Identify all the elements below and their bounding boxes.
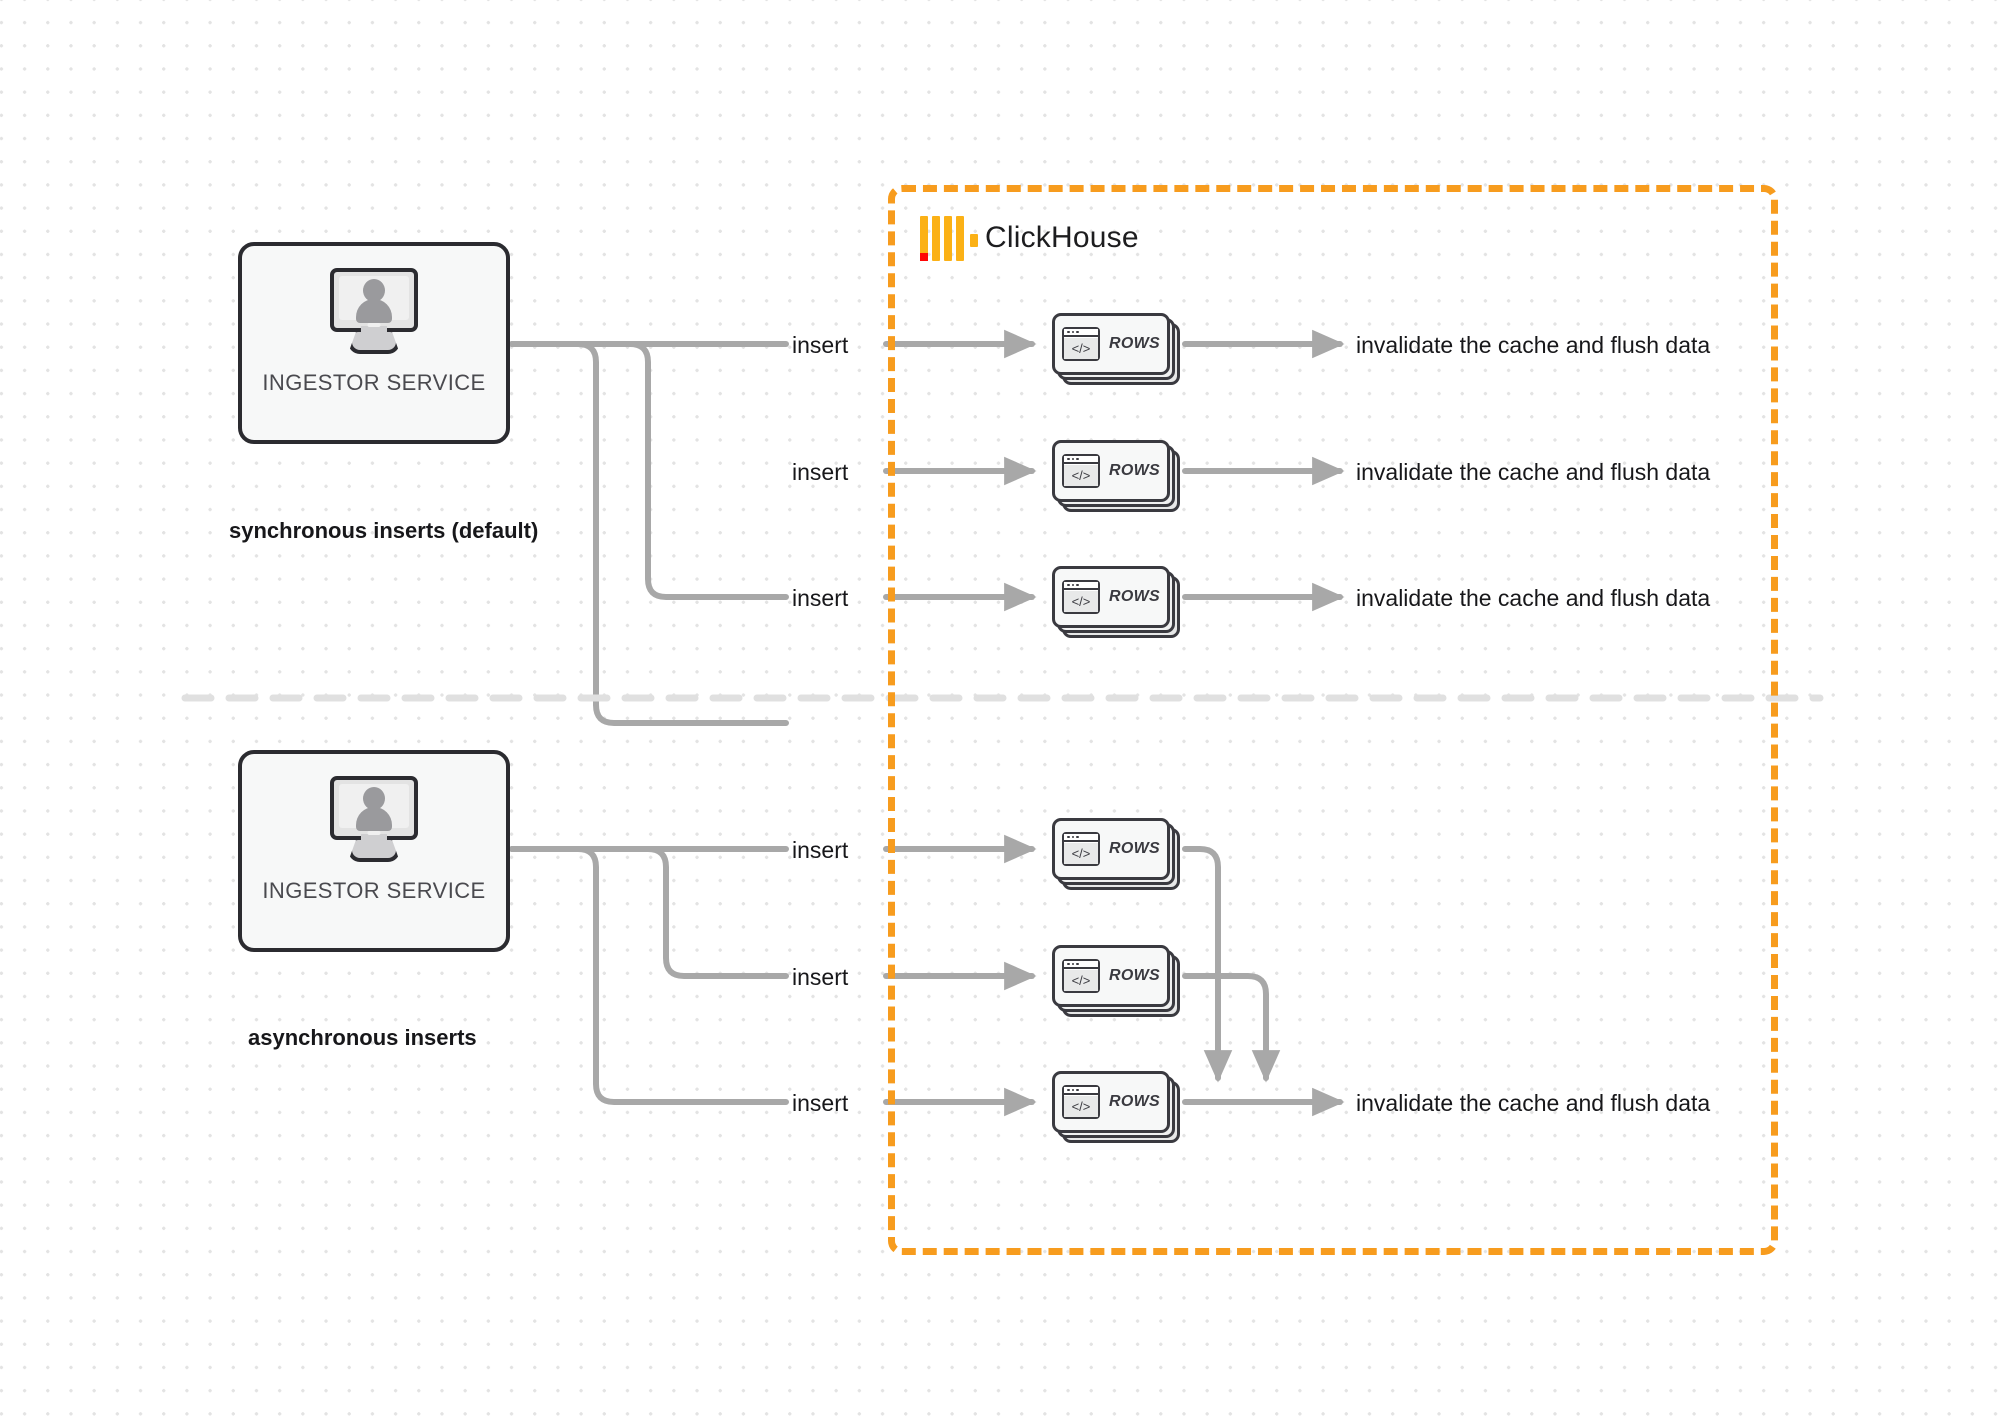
rows-node-label-1: ROWS — [1109, 335, 1160, 352]
ingestor-service-sync[interactable]: INGESTOR SERVICE — [238, 242, 510, 444]
output-label-3: invalidate the cache and flush data — [1356, 585, 1711, 611]
edge-label-insert-3: insert — [792, 585, 849, 611]
code-window-icon: </> — [1062, 327, 1100, 361]
code-window-icon: </> — [1062, 1085, 1100, 1119]
ingestor-service-label-async: INGESTOR SERVICE — [262, 878, 486, 903]
wire-sync-branch-3 — [509, 341, 789, 726]
rows-node-6[interactable]: </> ROWS — [1052, 1071, 1180, 1143]
edge-label-insert-6: insert — [792, 1090, 849, 1116]
monitor-user-icon — [328, 268, 420, 354]
rows-node-3[interactable]: </> ROWS — [1052, 566, 1180, 638]
edge-label-insert-1: insert — [792, 332, 849, 358]
output-label-2: invalidate the cache and flush data — [1356, 459, 1711, 485]
ingestor-service-label-sync: INGESTOR SERVICE — [262, 370, 486, 395]
code-window-icon: </> — [1062, 580, 1100, 614]
clickhouse-logo — [920, 215, 978, 261]
rows-node-label-4: ROWS — [1109, 840, 1160, 857]
rows-node-label-2: ROWS — [1109, 462, 1160, 479]
edge-label-insert-4: insert — [792, 837, 849, 863]
rows-node-label-6: ROWS — [1109, 1093, 1160, 1110]
edge-label-insert-5: insert — [792, 964, 849, 990]
rows-node-1[interactable]: </> ROWS — [1052, 313, 1180, 385]
code-window-icon: </> — [1062, 832, 1100, 866]
merged-output-label: invalidate the cache and flush data — [1356, 1090, 1711, 1116]
rows-node-5[interactable]: </> ROWS — [1052, 945, 1180, 1017]
code-window-icon: </> — [1062, 959, 1100, 993]
monitor-user-icon — [328, 776, 420, 862]
wire-async-branch-2 — [509, 846, 789, 979]
edge-label-insert-2: insert — [792, 459, 849, 485]
clickhouse-boundary — [888, 185, 1778, 1255]
rows-node-2[interactable]: </> ROWS — [1052, 440, 1180, 512]
output-label-1: invalidate the cache and flush data — [1356, 332, 1711, 358]
rows-node-4[interactable]: </> ROWS — [1052, 818, 1180, 890]
code-window-icon: </> — [1062, 454, 1100, 488]
rows-node-label-5: ROWS — [1109, 967, 1160, 984]
clickhouse-label: ClickHouse — [985, 221, 1139, 254]
section-caption-asynchronous: asynchronous inserts — [248, 1025, 477, 1050]
ingestor-service-async[interactable]: INGESTOR SERVICE — [238, 750, 510, 952]
wire-async-branch-3 — [509, 846, 789, 1105]
clickhouse-header: ClickHouse — [920, 213, 1139, 263]
rows-node-label-3: ROWS — [1109, 588, 1160, 605]
wire-sync-branch-2 — [509, 341, 789, 600]
section-caption-synchronous: synchronous inserts (default) — [229, 518, 539, 543]
